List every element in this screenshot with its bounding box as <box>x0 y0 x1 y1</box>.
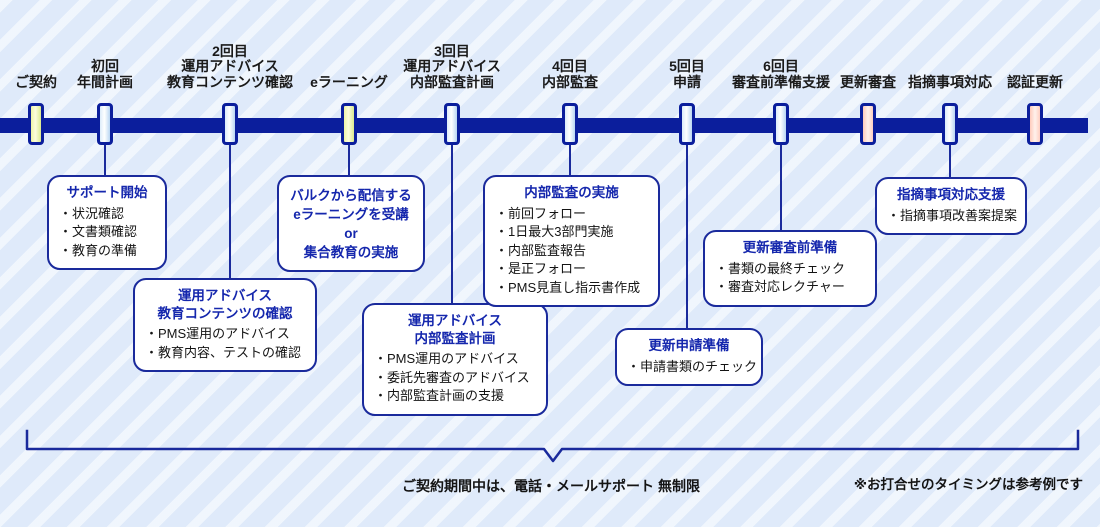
callout-connector <box>569 145 571 177</box>
callout-box: 運用アドバイス教育コンテンツの確認・PMS運用のアドバイス・教育内容、テストの確… <box>133 278 317 372</box>
callout-connector <box>686 145 688 330</box>
milestone-label-line: 運用アドバイス <box>403 58 501 74</box>
callout-box: サポート開始・状況確認・文書類確認・教育の準備 <box>47 175 167 270</box>
callout-box: バルクから配信する eラーニングを受講 or 集合教育の実施 <box>277 175 425 272</box>
milestone-label-line: 4回目 <box>552 58 588 74</box>
callout-title: バルクから配信する eラーニングを受講 or 集合教育の実施 <box>287 184 415 262</box>
timeline-marker <box>942 103 958 145</box>
callout-bullet: ・教育の準備 <box>59 242 138 258</box>
timeline-marker <box>28 103 44 145</box>
callout-bullet: ・前回フォロー <box>495 205 587 221</box>
callout-title-line: 集合教育の実施 <box>303 245 399 260</box>
callout-bullet: ・審査対応レクチャー <box>715 279 845 294</box>
milestone-label: 2回目運用アドバイス教育コンテンツ確認 <box>167 38 293 90</box>
timeline-marker <box>222 103 238 145</box>
timeline-marker <box>773 103 789 145</box>
timeline-marker <box>97 103 113 145</box>
callout-box: 運用アドバイス内部監査計画・PMS運用のアドバイス・委託先審査のアドバイス・内部… <box>362 303 548 416</box>
timeline-marker <box>444 103 460 145</box>
callout-connector <box>780 145 782 232</box>
milestone-label: 6回目審査前準備支援 <box>732 38 830 90</box>
callout-title: 運用アドバイス教育コンテンツの確認 <box>143 287 307 322</box>
callout-title: 運用アドバイス内部監査計画 <box>372 312 538 347</box>
callout-title-line: 運用アドバイス <box>177 288 273 303</box>
callout-title: サポート開始 <box>57 184 157 202</box>
timeline-marker <box>860 103 876 145</box>
callout-bullet: ・文書類確認 <box>59 224 138 239</box>
callout-bullet: ・是正フォロー <box>495 261 587 276</box>
milestone-label-line: 審査前準備支援 <box>732 73 830 90</box>
callout-title-line: サポート開始 <box>66 185 148 200</box>
callout-bullet: ・指摘事項改善案提案 <box>887 207 1018 223</box>
callout-bullet: ・状況確認 <box>59 205 125 221</box>
callout-box: 更新審査前準備・書類の最終チェック・審査対応レクチャー <box>703 230 877 307</box>
callout-bullet: ・申請書類のチェック <box>627 358 758 374</box>
callout-title-line: 運用アドバイス <box>407 313 503 328</box>
callout-bullet: ・委託先審査のアドバイス <box>374 369 530 385</box>
milestone-label-line: 6回目 <box>763 58 799 74</box>
callout-connector <box>229 145 231 280</box>
callout-title-line: 内部監査計画 <box>414 330 496 346</box>
callout-title-line: 更新審査前準備 <box>742 240 838 255</box>
timeline-marker <box>1027 103 1043 145</box>
milestone-label: eラーニング <box>310 38 388 90</box>
callout-bullet: ・PMS運用のアドバイス <box>374 351 519 366</box>
callout-bullet: ・PMS運用のアドバイス <box>145 326 290 341</box>
milestone-label-line: eラーニング <box>310 73 388 90</box>
callout-title: 指摘事項対応支援 <box>885 186 1017 204</box>
timeline-marker <box>562 103 578 145</box>
callout-connector <box>348 145 350 177</box>
callout-box: 指摘事項対応支援・指摘事項改善案提案 <box>875 177 1027 235</box>
milestone-label-line: 運用アドバイス <box>181 58 279 74</box>
callout-title-line: バルクから配信する <box>290 188 412 203</box>
callout-title-line: 指摘事項対応支援 <box>897 187 1005 202</box>
callout-bullet: ・内部監査報告 <box>495 242 587 258</box>
milestone-label: 初回年間計画 <box>77 38 133 90</box>
milestone-label-line: 3回目 <box>434 42 470 59</box>
milestone-label-line: ご契約 <box>15 73 57 90</box>
milestone-label-line: 初回 <box>91 58 119 74</box>
milestone-label: 3回目運用アドバイス内部監査計画 <box>403 38 501 90</box>
timeline-bar <box>0 118 1088 133</box>
callout-bullet: ・書類の最終チェック <box>715 260 846 276</box>
milestone-label-line: 内部監査 <box>542 73 598 90</box>
callout-connector <box>451 145 453 305</box>
milestone-label: 5回目申請 <box>669 38 705 90</box>
callout-title-line: eラーニングを受講 <box>293 207 409 222</box>
callout-connector <box>104 145 106 177</box>
timeline-marker <box>679 103 695 145</box>
milestone-label: 指摘事項対応 <box>908 38 992 90</box>
callout-box: 内部監査の実施・前回フォロー・1日最大3部門実施・内部監査報告・是正フォロー・P… <box>483 175 660 307</box>
callout-title: 更新申請準備 <box>625 337 753 355</box>
callout-bullet: ・教育内容、テストの確認 <box>145 344 302 360</box>
callout-title: 更新審査前準備 <box>713 239 867 257</box>
callout-bullet: ・内部監査計画の支援 <box>374 388 505 403</box>
milestone-label: 更新審査 <box>840 38 896 90</box>
callout-connector <box>949 145 951 179</box>
milestone-label-line: 更新審査 <box>840 73 896 90</box>
callout-box: 更新申請準備・申請書類のチェック <box>615 328 763 386</box>
milestone-label: 認証更新 <box>1007 38 1063 90</box>
milestone-label-line: 年間計画 <box>77 73 133 90</box>
callout-title-line: 更新申請準備 <box>648 338 730 353</box>
milestone-label-line: 認証更新 <box>1007 73 1063 90</box>
contract-period-note: ご契約期間中は、電話・メールサポート 無制限 <box>402 478 700 494</box>
milestone-label: ご契約 <box>15 38 57 90</box>
callout-bullet: ・PMS見直し指示書作成 <box>495 279 641 295</box>
milestone-label: 4回目内部監査 <box>542 38 598 90</box>
milestone-label-line: 申請 <box>672 73 701 90</box>
milestone-label-line: 2回目 <box>212 42 248 59</box>
milestone-label-line: 内部監査計画 <box>410 73 494 90</box>
timeline-marker <box>341 103 357 145</box>
milestone-label-line: 指摘事項対応 <box>908 73 992 90</box>
callout-title-line: 教育コンテンツの確認 <box>157 305 293 321</box>
milestone-label-line: 教育コンテンツ確認 <box>167 73 293 90</box>
milestone-label-line: 5回目 <box>669 58 705 74</box>
callout-title-line: or <box>344 226 358 241</box>
callout-title: 内部監査の実施 <box>493 184 650 202</box>
timing-disclaimer-note: ※お打合せのタイミングは参考例です <box>853 477 1083 492</box>
callout-bullet: ・1日最大3部門実施 <box>495 224 614 239</box>
callout-title-line: 内部監査の実施 <box>524 185 619 200</box>
